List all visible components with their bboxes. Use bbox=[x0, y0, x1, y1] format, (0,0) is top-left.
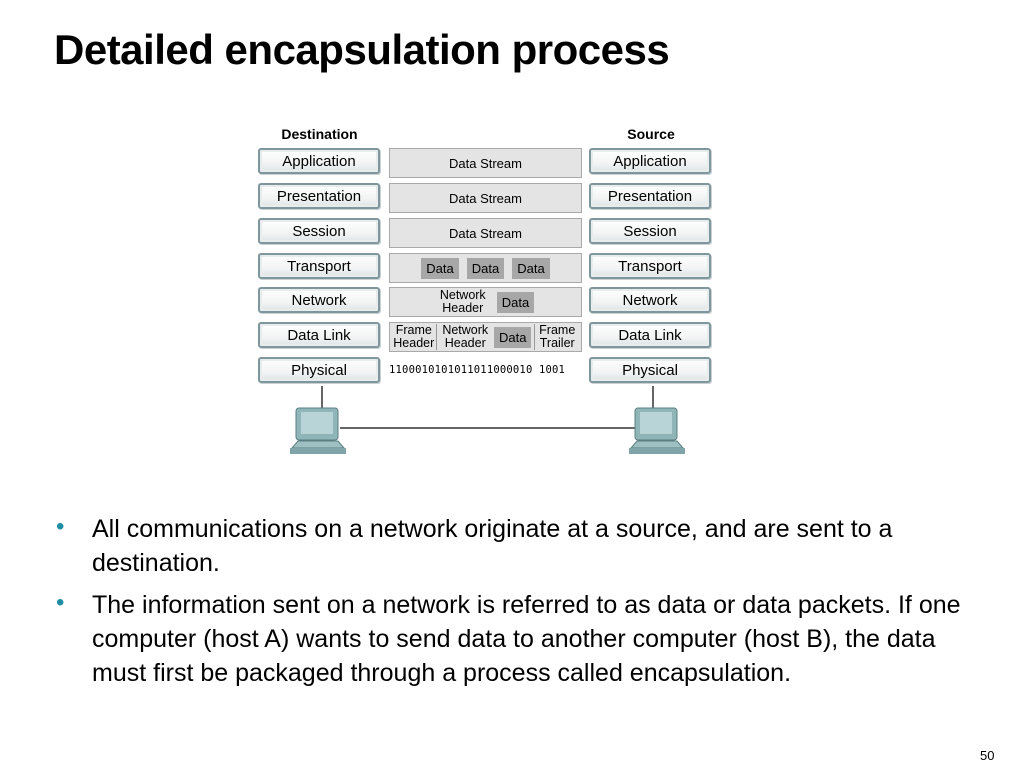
bullet-list: • All communications on a network origin… bbox=[56, 512, 986, 698]
network-header-label: Network Header bbox=[439, 288, 486, 315]
pdu-data-link: Frame Header Network Header Data Frame T… bbox=[389, 322, 582, 352]
dest-layer-presentation: Presentation bbox=[258, 183, 380, 209]
source-label: Source bbox=[627, 126, 675, 142]
bullet-dot-icon: • bbox=[56, 589, 65, 616]
dest-layer-network: Network bbox=[258, 287, 380, 313]
pdu-presentation: Data Stream bbox=[389, 183, 582, 213]
pdu-application: Data Stream bbox=[389, 148, 582, 178]
destination-label: Destination bbox=[281, 126, 358, 142]
dest-layer-data-link: Data Link bbox=[258, 322, 380, 348]
data-chip: Data bbox=[493, 326, 532, 348]
dest-layer-transport: Transport bbox=[258, 253, 380, 279]
frame-trailer-label: Frame Trailer bbox=[534, 324, 579, 350]
src-layer-session: Session bbox=[589, 218, 711, 244]
bullet-item: • All communications on a network origin… bbox=[56, 512, 986, 580]
pdu-session: Data Stream bbox=[389, 218, 582, 248]
dest-layer-session: Session bbox=[258, 218, 380, 244]
bullet-text: All communications on a network originat… bbox=[92, 515, 893, 577]
bit-stream: 1100010101011011000010 1001 bbox=[389, 364, 566, 376]
src-layer-network: Network bbox=[589, 287, 711, 313]
data-stream-label: Data Stream bbox=[449, 190, 522, 206]
computer-icon bbox=[290, 407, 346, 454]
data-segment-chip: Data bbox=[512, 257, 550, 279]
data-chip: Data bbox=[496, 291, 535, 313]
pdu-network: Network Header Data bbox=[389, 287, 582, 317]
dest-layer-physical: Physical bbox=[258, 357, 380, 383]
src-layer-data-link: Data Link bbox=[589, 322, 711, 348]
src-layer-presentation: Presentation bbox=[589, 183, 711, 209]
slide-title: Detailed encapsulation process bbox=[54, 26, 670, 73]
computer-icon bbox=[629, 407, 685, 454]
page-number: 50 bbox=[980, 748, 995, 763]
network-header-label: Network Header bbox=[442, 323, 489, 350]
data-stream-label: Data Stream bbox=[449, 225, 522, 241]
pdu-transport: Data Data Data bbox=[389, 253, 582, 283]
data-segment-chip: Data bbox=[466, 257, 505, 279]
data-segment-chip: Data bbox=[421, 257, 459, 279]
dest-layer-application: Application bbox=[258, 148, 380, 174]
bullet-dot-icon: • bbox=[56, 513, 65, 540]
src-layer-physical: Physical bbox=[589, 357, 711, 383]
bullet-text: The information sent on a network is ref… bbox=[92, 591, 961, 687]
data-stream-label: Data Stream bbox=[449, 155, 522, 171]
frame-header-label: Frame Header bbox=[392, 324, 437, 350]
bullet-item: • The information sent on a network is r… bbox=[56, 588, 986, 690]
src-layer-application: Application bbox=[589, 148, 711, 174]
src-layer-transport: Transport bbox=[589, 253, 711, 279]
